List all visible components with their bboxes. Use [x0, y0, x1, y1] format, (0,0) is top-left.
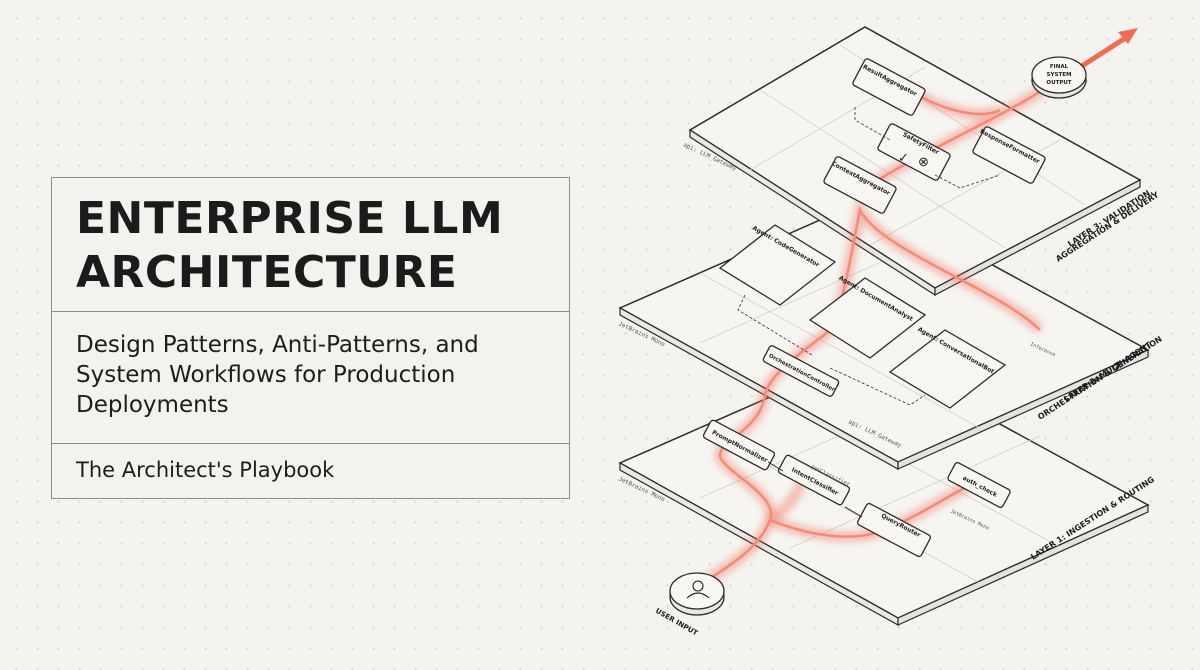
subtitle-section: Design Patterns, Anti-Patterns, and Syst…	[52, 312, 569, 444]
node-context-aggregator[interactable]	[823, 156, 897, 214]
node-response-formatter[interactable]	[972, 126, 1046, 184]
main-title-line-2: ARCHITECTURE	[76, 247, 458, 298]
agent-conversational-bot[interactable]	[888, 329, 1007, 409]
subtitle-line: System Workflows for Production	[76, 362, 456, 388]
node-auth-check[interactable]	[947, 462, 1011, 509]
output-label-line: OUTPUT	[1046, 80, 1071, 86]
node-intent-classifier[interactable]	[777, 454, 851, 506]
output-label-line: SYSTEM	[1047, 72, 1072, 78]
subtitle-line: Design Patterns, Anti-Patterns, and	[76, 332, 479, 358]
output-label-line: FINAL	[1050, 64, 1069, 70]
node-safety-filter[interactable]	[877, 123, 951, 181]
final-output-node[interactable]: FINAL SYSTEM OUTPUT	[1031, 56, 1087, 99]
output-arrow-icon	[1118, 28, 1138, 44]
user-icon	[686, 580, 710, 599]
title-card: ENTERPRISE LLM ARCHITECTURE Design Patte…	[51, 177, 570, 499]
tagline-section: The Architect's Playbook	[52, 444, 569, 482]
reject-icon: ⊗	[918, 154, 929, 169]
title-section: ENTERPRISE LLM ARCHITECTURE	[52, 178, 569, 312]
main-title-line-1: ENTERPRISE LLM	[76, 193, 504, 244]
agent-code-generator[interactable]	[718, 224, 837, 306]
node-orchestration-controller[interactable]	[762, 345, 840, 398]
agent-document-analyst[interactable]	[808, 277, 927, 359]
node-query-router[interactable]	[856, 502, 932, 558]
tagline: The Architect's Playbook	[76, 458, 335, 482]
user-input-node[interactable]: USER INPUT	[654, 572, 725, 638]
node-result-aggregator[interactable]	[852, 58, 926, 116]
node-prompt-normalizer[interactable]	[702, 419, 776, 471]
check-icon: ✓	[898, 150, 909, 165]
subtitle-line: Deployments	[76, 392, 229, 418]
